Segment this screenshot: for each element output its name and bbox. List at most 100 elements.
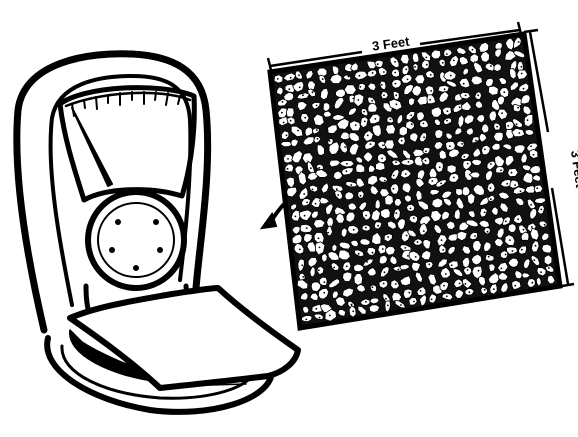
gravel-speck [299,249,301,251]
gravel-stone [343,272,352,282]
gravel-speck [423,230,425,232]
gravel-speck [423,136,425,138]
gravel-speck [512,250,514,252]
gravel-speck [442,62,444,64]
gravel-stone [319,277,327,285]
gravel-stone [376,162,386,171]
gravel-speck [496,126,498,128]
gravel-speck [383,71,385,73]
gravel-speck [478,270,480,272]
gravel-speck [461,143,463,145]
gravel-speck [370,143,372,145]
gravel-speck [401,140,403,142]
gravel-speck [324,281,326,283]
gravel-speck [377,225,379,227]
gravel-speck [372,286,374,288]
gravel-speck [425,151,427,153]
gravel-speck [410,115,412,117]
gravel-speck [527,119,529,121]
gravel-speck [490,198,492,200]
gravel-speck [444,88,446,90]
gravel-speck [395,161,397,163]
gravel-speck [540,271,542,273]
gravel-speck [411,123,413,125]
gravel-sample-square [270,34,560,328]
gravel-speck [484,289,486,291]
gravel-speck [352,310,354,312]
gravel-speck [459,283,461,285]
gravel-speck [517,107,519,109]
gravel-speck [329,315,331,317]
gravel-speck [396,103,398,105]
gravel-speck [408,292,410,294]
gravel-speck [463,156,465,158]
gravel-stone [358,191,365,199]
gravel-speck [353,229,355,231]
gravel-stone [368,103,377,112]
gravel-speck [516,123,518,125]
gravel-speck [413,217,415,219]
gravel-speck [299,86,301,88]
gravel-speck [484,211,486,213]
gravel-speck [540,209,542,211]
gravel-stone [423,147,430,153]
gravel-speck [465,283,467,285]
gravel-speck [359,86,361,88]
gravel-speck [358,253,360,255]
gravel-speck [323,292,325,294]
gravel-speck [319,317,321,319]
gravel-speck [304,215,306,217]
gravel-speck [490,65,492,67]
gravel-speck [451,264,453,266]
gravel-speck [287,168,289,170]
gravel-speck [520,190,522,192]
gravel-speck [327,232,329,234]
gravel-speck [500,268,502,270]
gravel-speck [395,283,397,285]
gravel-speck [413,301,415,303]
gravel-speck [384,180,386,182]
gravel-speck [346,163,348,165]
gravel-speck [365,215,367,217]
gravel-speck [382,248,384,250]
gravel-speck [303,193,305,195]
gravel-speck [474,235,476,237]
gravel-speck [344,146,346,148]
gravel-stone [544,255,552,265]
gravel-speck [475,140,477,142]
gravel-speck [509,239,511,241]
gravel-speck [487,231,489,233]
gravel-speck [500,169,502,171]
gravel-speck [295,216,297,218]
gravel-speck [407,79,409,81]
gravel-speck [306,227,308,229]
gravel-speck [383,283,385,285]
gravel-speck [506,183,508,185]
gravel-speck [445,273,447,275]
gravel-speck [315,308,317,310]
gravel-stone [354,274,363,286]
gravel-speck [405,69,407,71]
gravel-speck [359,75,361,77]
gravel-speck [423,123,425,125]
gravel-speck [286,135,288,137]
gravel-speck [490,187,492,189]
gravel-speck [365,227,367,229]
gravel-speck [377,63,379,65]
gravel-speck [316,129,318,131]
gravel-speck [348,76,350,78]
gravel-speck [503,91,505,93]
gravel-stone [360,239,370,245]
gravel-stone [314,232,324,243]
scale-body-plate [88,192,184,288]
gravel-stone [489,264,495,272]
gravel-speck [357,99,359,101]
gravel-speck [312,91,314,93]
gravel-speck [431,180,433,182]
gravel-speck [381,158,383,160]
gravel-speck [364,121,366,123]
gravel-stone [379,255,387,264]
gravel-speck [446,53,448,55]
gravel-speck [302,94,304,96]
gravel-speck [417,241,419,243]
